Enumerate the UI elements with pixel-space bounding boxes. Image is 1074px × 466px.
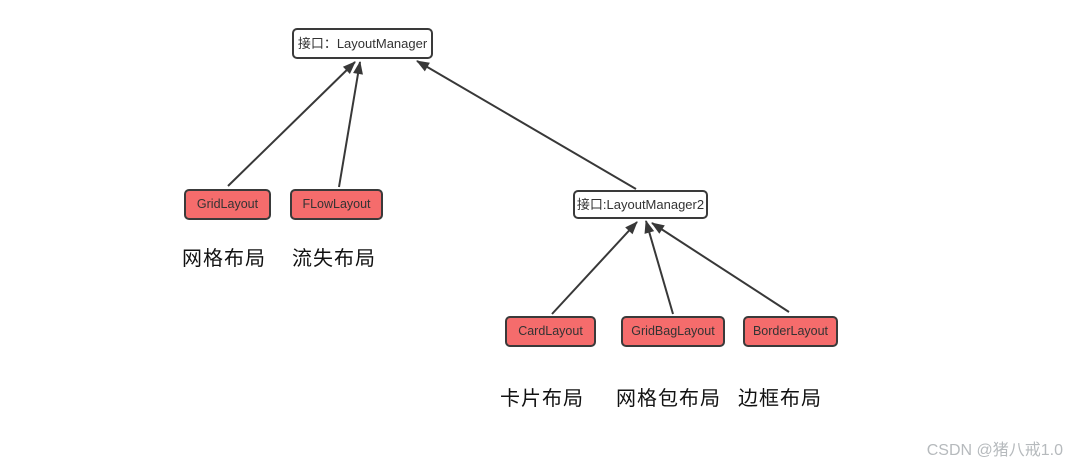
caption-card-layout: 卡片布局 <box>500 388 584 410</box>
edge-cardlayout-to-layoutmanager2 <box>551 221 638 315</box>
node-interface-layoutmanager: 接口：LayoutManager <box>292 28 433 59</box>
node-class-cardlayout: CardLayout <box>505 316 596 347</box>
edge-gridlayout-to-layoutmanager <box>227 61 356 187</box>
caption-border-layout: 边框布局 <box>738 388 822 410</box>
node-class-gridbaglayout: GridBagLayout <box>621 316 725 347</box>
caption-grid-layout: 网格布局 <box>182 248 266 270</box>
node-interface-layoutmanager2: 接口:LayoutManager2 <box>573 190 708 219</box>
edge-gridbaglayout-to-layoutmanager2 <box>644 220 674 315</box>
edge-layoutmanager2-to-layoutmanager <box>416 60 637 190</box>
node-class-borderlayout: BorderLayout <box>743 316 838 347</box>
node-class-flowlayout: FLowLayout <box>290 189 383 220</box>
edge-flowlayout-to-layoutmanager <box>338 61 363 188</box>
caption-flow-layout: 流失布局 <box>292 248 376 270</box>
node-class-gridlayout: GridLayout <box>184 189 271 220</box>
edge-borderlayout-to-layoutmanager2 <box>651 222 790 313</box>
caption-gridbag-layout: 网格包布局 <box>616 388 721 410</box>
csdn-watermark: CSDN @猪八戒1.0 <box>926 442 1063 459</box>
